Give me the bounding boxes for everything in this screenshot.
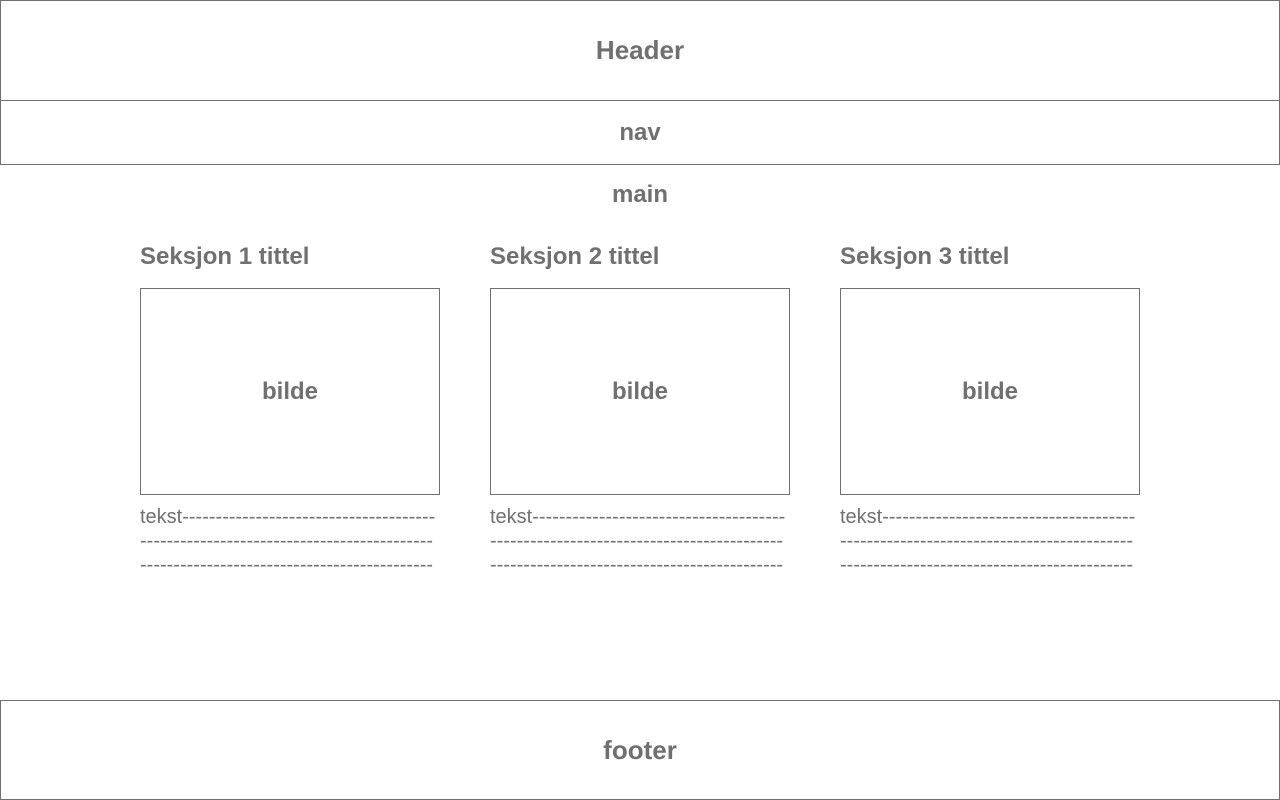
- section-title: Seksjon 3 tittel: [840, 243, 1010, 270]
- text-line: ----------------------------------------…: [840, 554, 1134, 576]
- section-title: Seksjon 2 tittel: [490, 243, 660, 270]
- section-title: Seksjon 1 tittel: [140, 243, 310, 270]
- section-text: tekst-----------------------------------…: [140, 505, 440, 577]
- image-placeholder: bilde: [140, 288, 440, 495]
- section-3: Seksjon 3 tittel bilde tekst------------…: [840, 240, 1140, 577]
- text-line: tekst-----------------------------------…: [840, 506, 1136, 528]
- footer-region: footer: [0, 700, 1280, 800]
- section-text: tekst-----------------------------------…: [490, 505, 790, 577]
- text-line: ----------------------------------------…: [840, 530, 1134, 552]
- section-2: Seksjon 2 tittel bilde tekst------------…: [490, 240, 790, 577]
- text-line: ----------------------------------------…: [490, 530, 784, 552]
- footer-label: footer: [603, 734, 677, 765]
- section-1: Seksjon 1 tittel bilde tekst------------…: [140, 240, 440, 577]
- image-label: bilde: [961, 377, 1018, 405]
- image-placeholder: bilde: [840, 288, 1140, 495]
- header-label: Header: [595, 35, 685, 65]
- text-line: ----------------------------------------…: [140, 530, 434, 552]
- image-placeholder: bilde: [490, 288, 790, 495]
- header-region: Header: [0, 0, 1280, 101]
- text-line: ----------------------------------------…: [490, 554, 784, 576]
- nav-label: nav: [619, 118, 661, 146]
- text-line: ----------------------------------------…: [140, 554, 434, 576]
- text-line: tekst-----------------------------------…: [140, 506, 436, 528]
- nav-region: nav: [0, 100, 1280, 165]
- image-label: bilde: [611, 377, 668, 405]
- image-label: bilde: [261, 377, 318, 405]
- section-text: tekst-----------------------------------…: [840, 505, 1140, 577]
- text-line: tekst-----------------------------------…: [490, 506, 786, 528]
- main-label: main: [611, 181, 668, 208]
